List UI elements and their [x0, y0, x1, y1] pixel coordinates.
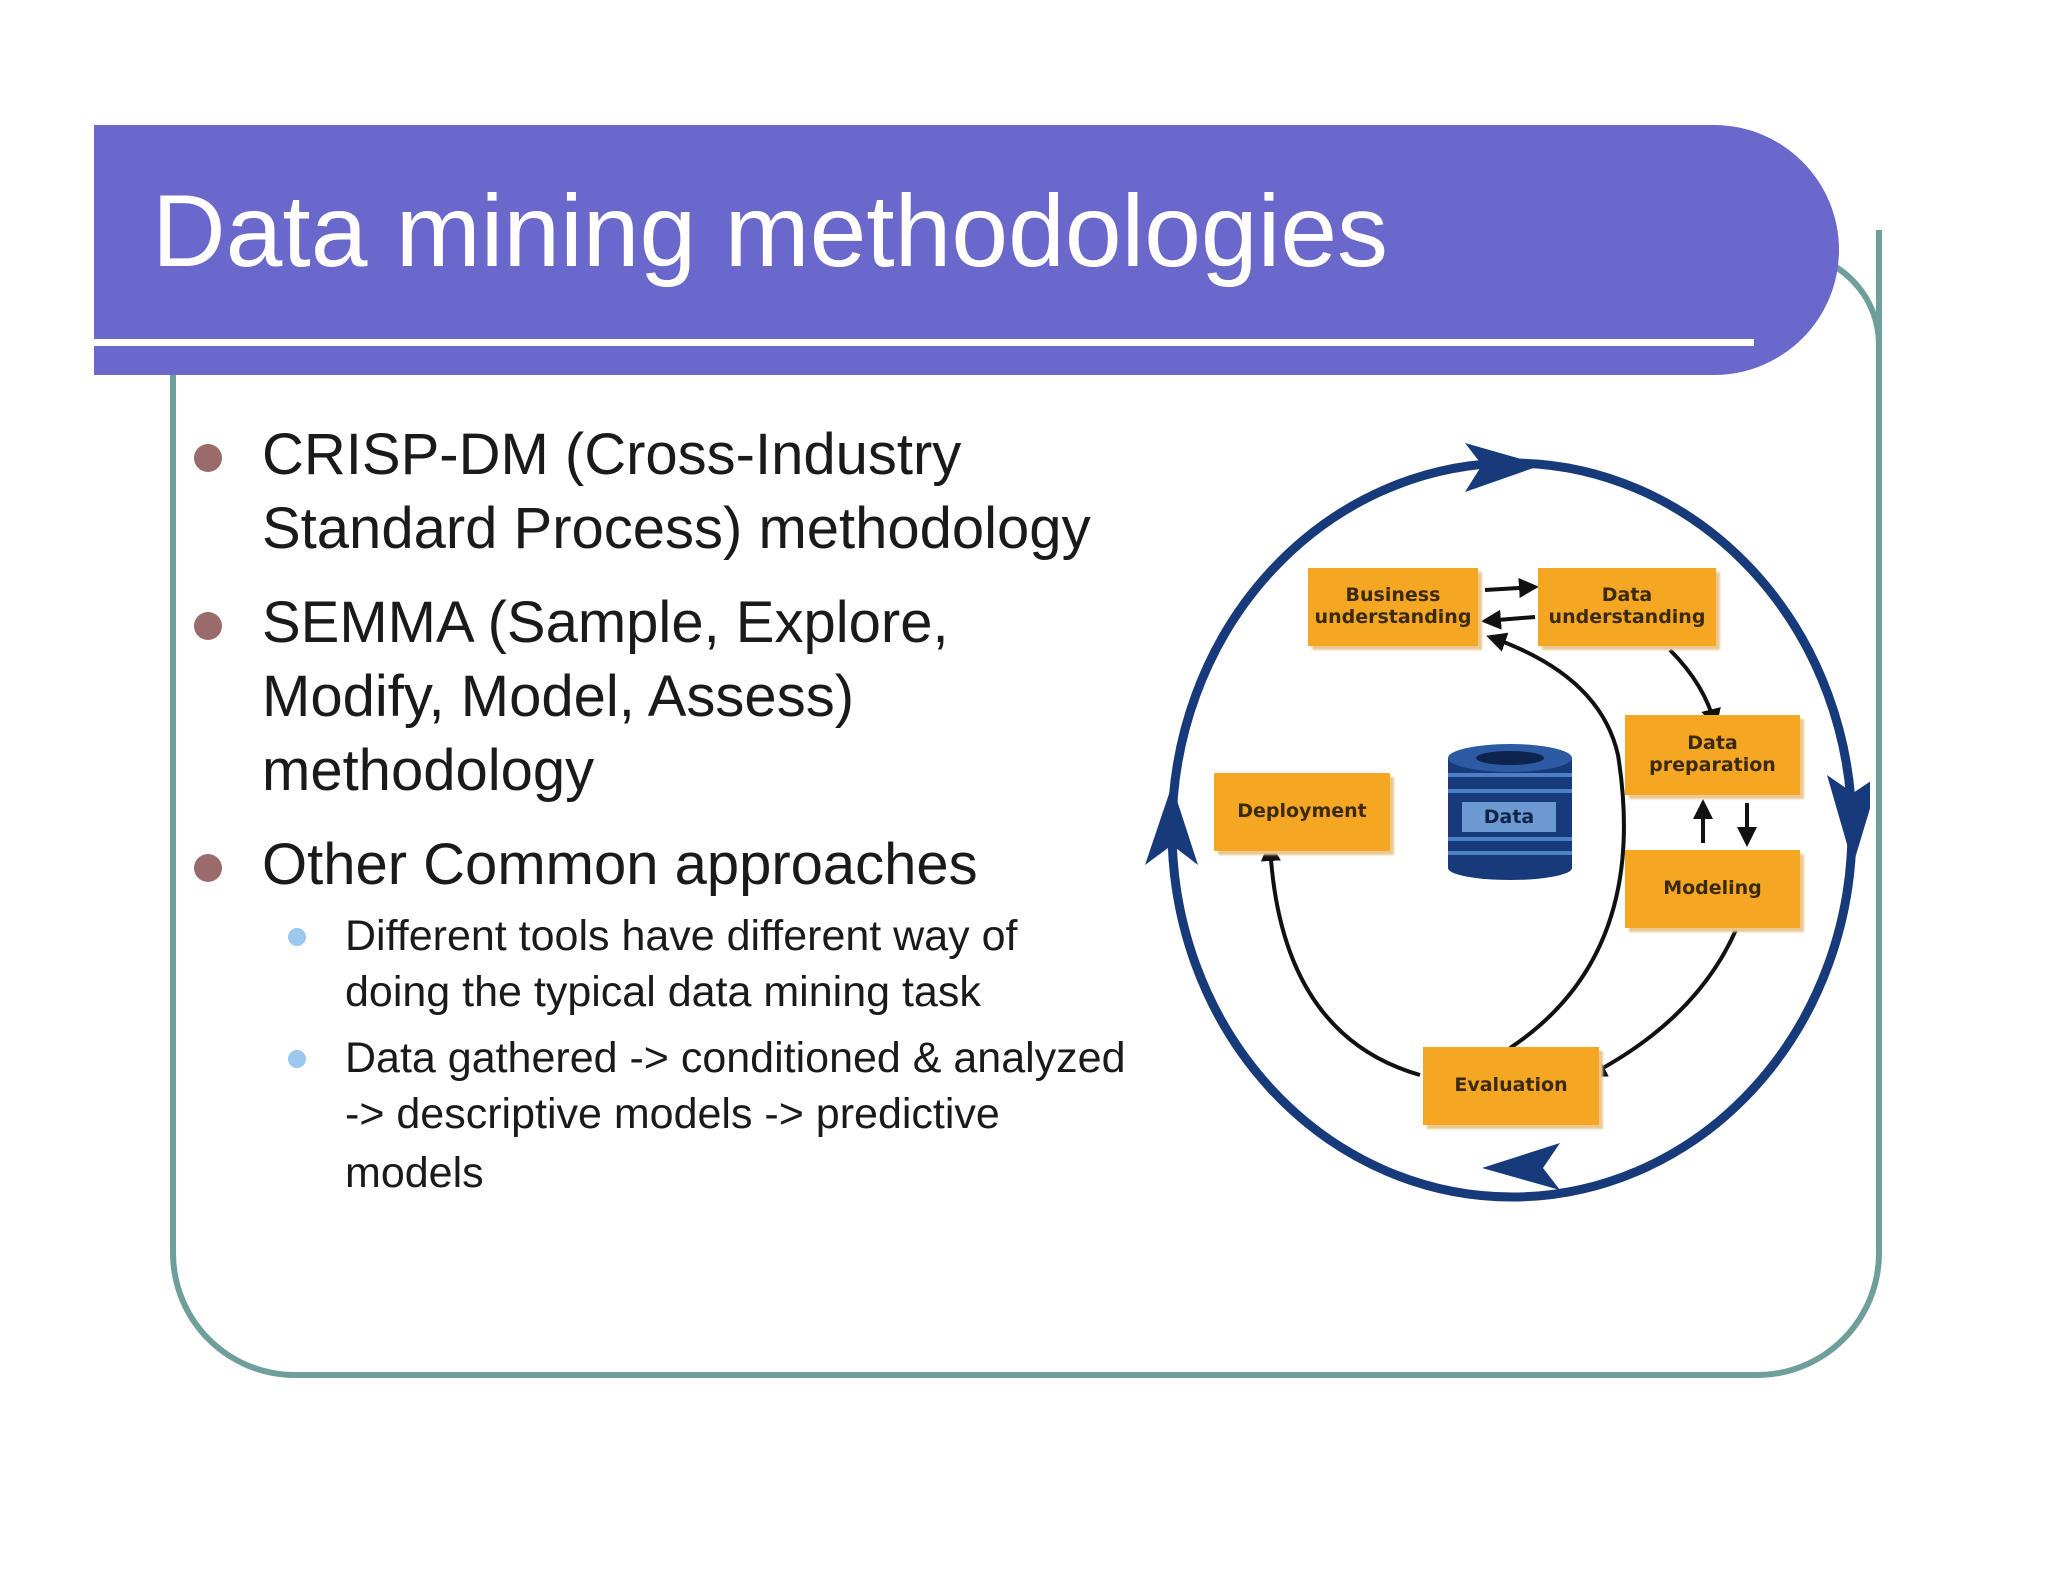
arrow-du-to-prep	[1668, 648, 1721, 729]
sub-bullet-line: models	[345, 1149, 484, 1197]
box-line: understanding	[1548, 606, 1706, 628]
title-band	[94, 125, 1839, 375]
cycle-arrowhead-top-icon	[1465, 443, 1542, 492]
box-line: Data	[1601, 584, 1653, 607]
slide-frame	[170, 230, 1882, 1378]
box-line: Business	[1345, 584, 1441, 607]
cycle-arrowhead-right-icon	[1827, 775, 1870, 865]
box-line: understanding	[1314, 606, 1472, 628]
bullet-line: Modify, Model, Assess)	[262, 664, 855, 729]
sub-bullet-tools: Different tools have different way of do…	[190, 908, 1150, 1020]
sub-bullet-line: Data gathered -> conditioned & analyzed	[345, 1034, 1126, 1082]
bullet-line: CRISP-DM (Cross-Industry	[262, 422, 962, 487]
bullet-line: Other Common approaches	[262, 832, 978, 897]
sub-bullet-line: Different tools have different way of	[345, 912, 1018, 960]
bullet-other-approaches: Other Common approaches	[190, 828, 1217, 902]
box-line: Data	[1687, 732, 1738, 755]
crisp-dm-arrows	[1145, 443, 1870, 1202]
arrow-model-to-eval	[1586, 914, 1744, 1077]
slide-title: Data mining methodologies	[152, 174, 1389, 288]
database-icon	[1448, 744, 1572, 880]
sub-bullet-list: Different tools have different way of do…	[190, 908, 1150, 1204]
bullet-dot-icon	[194, 612, 222, 640]
sub-bullet-dot-icon	[288, 1050, 306, 1068]
sub-bullet-data-gathered: Data gathered -> conditioned & analyzed …	[190, 1030, 1150, 1204]
title-rule	[94, 339, 1754, 346]
box-line: preparation	[1649, 754, 1776, 776]
cycle-arrowhead-bottom-icon	[1482, 1143, 1560, 1190]
box-deployment: Deployment	[1214, 773, 1390, 851]
cycle-arrowhead-left-icon	[1145, 785, 1198, 865]
bullet-semma: SEMMA (Sample, Explore, Modify, Model, A…	[190, 586, 1217, 808]
arrow-du-to-bu	[1481, 609, 1536, 630]
bullet-line: SEMMA (Sample, Explore,	[262, 590, 949, 655]
sub-bullet-line: doing the typical data mining task	[345, 968, 981, 1016]
sub-bullet-dot-icon	[288, 928, 306, 946]
arrow-bu-to-du	[1484, 577, 1539, 598]
bullet-list: CRISP-DM (Cross-Industry Standard Proces…	[190, 418, 1150, 1214]
database-label: Data	[1462, 802, 1556, 832]
bullet-line: methodology	[262, 738, 595, 803]
bullet-dot-icon	[194, 444, 222, 472]
sub-bullet-line: -> descriptive models -> predictive	[345, 1090, 1000, 1138]
bullet-line: Standard Process) methodology	[262, 496, 1091, 561]
bullet-dot-icon	[194, 854, 222, 882]
box-evaluation: Evaluation	[1423, 1047, 1599, 1125]
arrow-eval-to-deploy	[1260, 841, 1421, 1077]
box-modeling: Modeling	[1625, 850, 1800, 928]
arrow-eval-to-bu	[1486, 632, 1626, 1050]
bullet-crisp-dm: CRISP-DM (Cross-Industry Standard Proces…	[190, 418, 1217, 566]
